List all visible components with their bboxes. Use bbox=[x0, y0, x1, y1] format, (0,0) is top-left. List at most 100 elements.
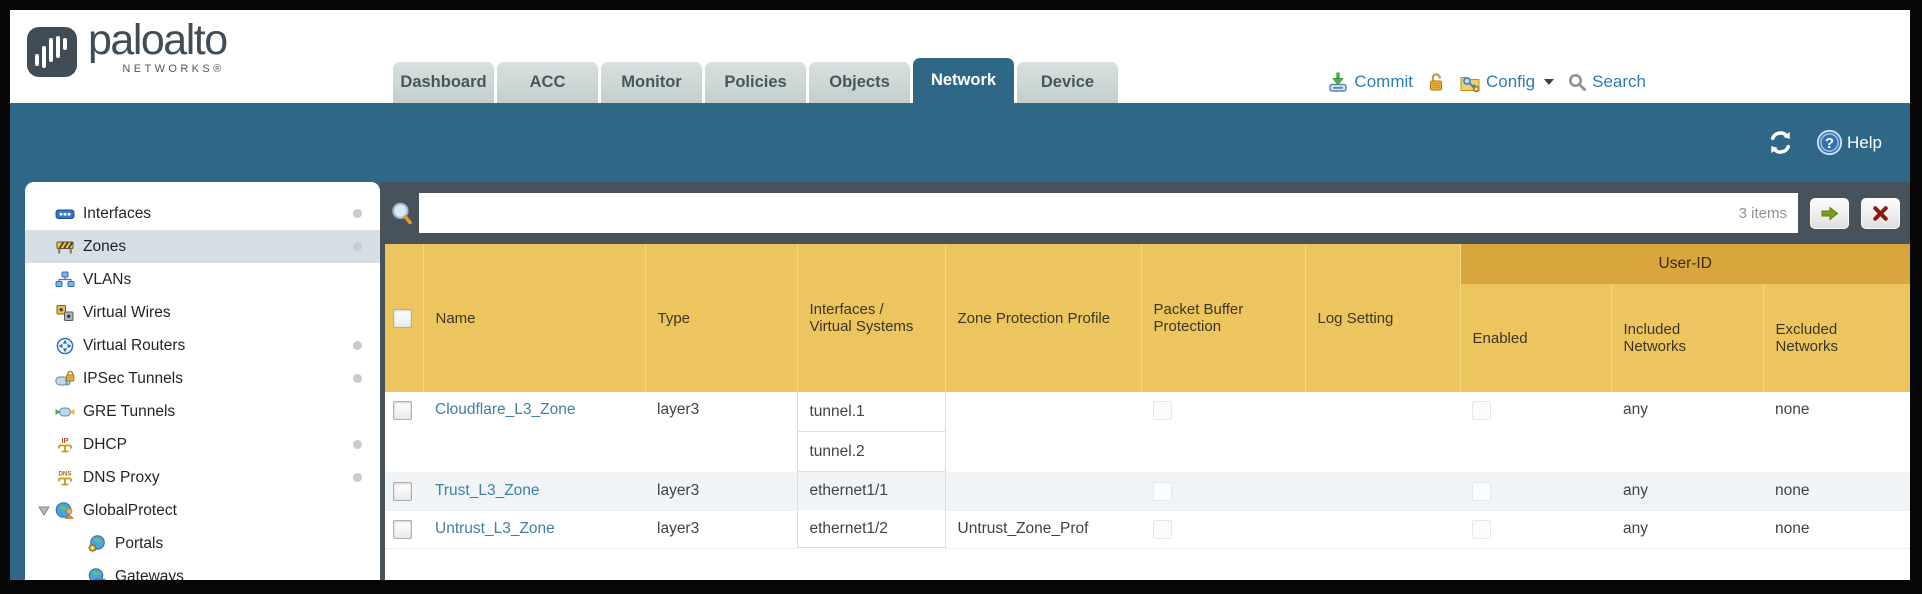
sidebar-item-portals[interactable]: Portals bbox=[25, 527, 380, 560]
interfaces-icon bbox=[55, 205, 75, 223]
commit-button[interactable]: Commit bbox=[1327, 71, 1413, 93]
sidebar-item-label: GRE Tunnels bbox=[83, 402, 176, 420]
clear-filter-button[interactable] bbox=[1861, 197, 1900, 229]
tab-network[interactable]: Network bbox=[913, 58, 1014, 103]
column-header-enabled[interactable]: Enabled bbox=[1460, 284, 1612, 392]
config-menu[interactable]: Config bbox=[1459, 71, 1555, 93]
search-button[interactable]: Search bbox=[1567, 72, 1646, 92]
tab-monitor[interactable]: Monitor bbox=[601, 62, 702, 103]
row-checkbox[interactable] bbox=[393, 401, 412, 420]
column-header-zpp[interactable]: Zone Protection Profile bbox=[945, 244, 1142, 392]
cell-packet-buffer-protection bbox=[1141, 472, 1305, 511]
items-count: 3 items bbox=[1738, 204, 1787, 222]
status-dot bbox=[353, 242, 362, 251]
gre-tunnels-icon bbox=[55, 403, 75, 421]
virtual-wires-icon bbox=[55, 304, 75, 322]
select-all-checkbox[interactable] bbox=[393, 308, 412, 328]
brand-text: paloalto NETWORKS® bbox=[88, 16, 228, 76]
sidebar-item-interfaces[interactable]: Interfaces bbox=[25, 197, 380, 230]
sidebar-item-dns-proxy[interactable]: DNS DNS Proxy bbox=[25, 461, 380, 494]
brand-logo: paloalto NETWORKS® bbox=[26, 16, 228, 78]
sidebar-item-label: GlobalProtect bbox=[83, 501, 177, 519]
cell-log-setting bbox=[1305, 472, 1460, 511]
status-dot bbox=[353, 341, 362, 350]
lock-icon[interactable] bbox=[1426, 72, 1446, 92]
svg-text:IP: IP bbox=[61, 436, 68, 445]
cell-user-id-enabled bbox=[1460, 392, 1611, 473]
sidebar-item-label: DHCP bbox=[83, 435, 127, 453]
user-id-enabled-checkbox bbox=[1472, 401, 1491, 420]
zones-icon bbox=[55, 238, 75, 256]
column-header-log[interactable]: Log Setting bbox=[1305, 244, 1461, 392]
row-checkbox[interactable] bbox=[393, 481, 412, 501]
zone-name-link[interactable]: Cloudflare_L3_Zone bbox=[435, 401, 576, 418]
dhcp-icon: IP bbox=[55, 436, 75, 454]
refresh-icon[interactable] bbox=[1767, 129, 1794, 156]
zone-name-link[interactable]: Untrust_L3_Zone bbox=[435, 519, 555, 537]
chevron-down-icon bbox=[1544, 79, 1555, 85]
sidebar-item-ipsec-tunnels[interactable]: IPSec Tunnels bbox=[25, 362, 380, 395]
sidebar-item-gateways[interactable]: Gateways bbox=[25, 560, 380, 580]
commit-label: Commit bbox=[1354, 72, 1413, 91]
cell-name: Untrust_L3_Zone bbox=[423, 510, 645, 549]
sidebar-item-zones[interactable]: Zones bbox=[25, 230, 380, 263]
cell-type: layer3 bbox=[645, 510, 797, 549]
column-header-interfaces[interactable]: Interfaces / Virtual Systems bbox=[797, 244, 946, 392]
sidebar-item-vlans[interactable]: VLANs bbox=[25, 263, 380, 296]
cell-type: layer3 bbox=[645, 472, 797, 511]
tab-device[interactable]: Device bbox=[1017, 62, 1118, 103]
packet-buffer-protection-checkbox bbox=[1153, 401, 1172, 420]
column-header-pbp[interactable]: Packet Buffer Protection bbox=[1141, 244, 1306, 392]
tab-acc[interactable]: ACC bbox=[497, 62, 598, 103]
status-dot bbox=[353, 209, 362, 218]
sidebar-item-virtual-wires[interactable]: Virtual Wires bbox=[25, 296, 380, 329]
cell-select bbox=[385, 392, 423, 473]
column-header-name[interactable]: Name bbox=[423, 244, 646, 392]
help-button[interactable]: ? Help bbox=[1816, 129, 1882, 156]
cell-excluded-networks: none bbox=[1763, 472, 1910, 511]
column-header-type[interactable]: Type bbox=[645, 244, 798, 392]
brand-name: paloalto bbox=[88, 16, 228, 64]
column-header-included[interactable]: Included Networks bbox=[1611, 284, 1764, 392]
cell-packet-buffer-protection bbox=[1141, 510, 1305, 549]
row-checkbox[interactable] bbox=[393, 519, 412, 539]
status-dot bbox=[353, 473, 362, 482]
column-header-select bbox=[385, 244, 424, 392]
dns-proxy-icon: DNS bbox=[55, 469, 75, 487]
portals-icon bbox=[87, 534, 107, 553]
expander-down-icon[interactable] bbox=[33, 506, 55, 516]
tab-dashboard[interactable]: Dashboard bbox=[393, 62, 494, 103]
sidebar-item-dhcp[interactable]: IP DHCP bbox=[25, 428, 380, 461]
tab-objects[interactable]: Objects bbox=[809, 62, 910, 103]
search-icon bbox=[1569, 74, 1587, 91]
user-id-enabled-checkbox bbox=[1472, 481, 1491, 501]
filter-bar: 3 items bbox=[385, 182, 1910, 244]
cell-zone-protection-profile bbox=[945, 472, 1141, 511]
cell-type: layer3 bbox=[645, 392, 797, 473]
apply-filter-button[interactable] bbox=[1810, 197, 1849, 229]
commit-icon bbox=[1329, 72, 1348, 92]
filter-search-box: 3 items bbox=[419, 193, 1798, 233]
sidebar-item-globalprotect[interactable]: GlobalProtect bbox=[25, 494, 380, 527]
interface-entry: tunnel.2 bbox=[798, 432, 944, 472]
filter-input[interactable] bbox=[419, 193, 1739, 233]
sidebar-item-virtual-routers[interactable]: Virtual Routers bbox=[25, 329, 380, 362]
gateways-icon bbox=[87, 567, 107, 580]
sidebar-item-label: DNS Proxy bbox=[83, 468, 160, 486]
help-icon: ? bbox=[1816, 129, 1843, 156]
status-dot bbox=[353, 440, 362, 449]
sidebar-item-label: Interfaces bbox=[83, 204, 152, 222]
sidebar-item-label: Zones bbox=[83, 237, 127, 255]
sidebar-item-gre-tunnels[interactable]: GRE Tunnels bbox=[25, 395, 380, 428]
cell-name: Cloudflare_L3_Zone bbox=[423, 392, 645, 473]
zone-name-link[interactable]: Trust_L3_Zone bbox=[435, 481, 540, 499]
tab-policies[interactable]: Policies bbox=[705, 62, 806, 103]
column-header-excluded[interactable]: Excluded Networks bbox=[1763, 284, 1910, 392]
ipsec-tunnels-icon bbox=[55, 370, 75, 388]
